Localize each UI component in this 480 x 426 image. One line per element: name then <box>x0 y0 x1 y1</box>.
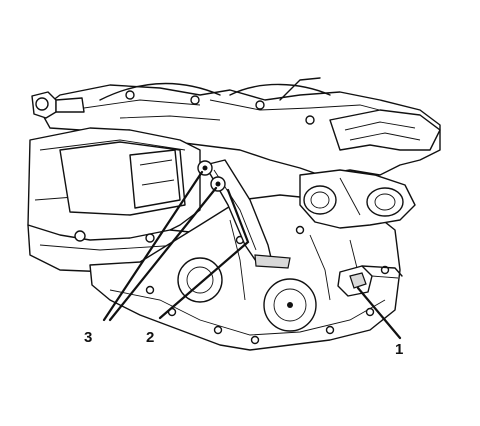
callout-leaders <box>102 170 402 340</box>
callout-1: 1 <box>395 341 403 358</box>
callout-2: 2 <box>146 329 154 346</box>
callout-3: 3 <box>84 329 92 346</box>
exhaust-manifold <box>299 169 416 229</box>
leader-line-2 <box>158 188 250 320</box>
leader-line-1 <box>356 286 402 340</box>
sensor-fitting <box>337 265 403 297</box>
leader-line-3a <box>102 170 204 322</box>
engine-upper-assembly <box>31 77 441 176</box>
leader-line-3b <box>108 186 218 322</box>
